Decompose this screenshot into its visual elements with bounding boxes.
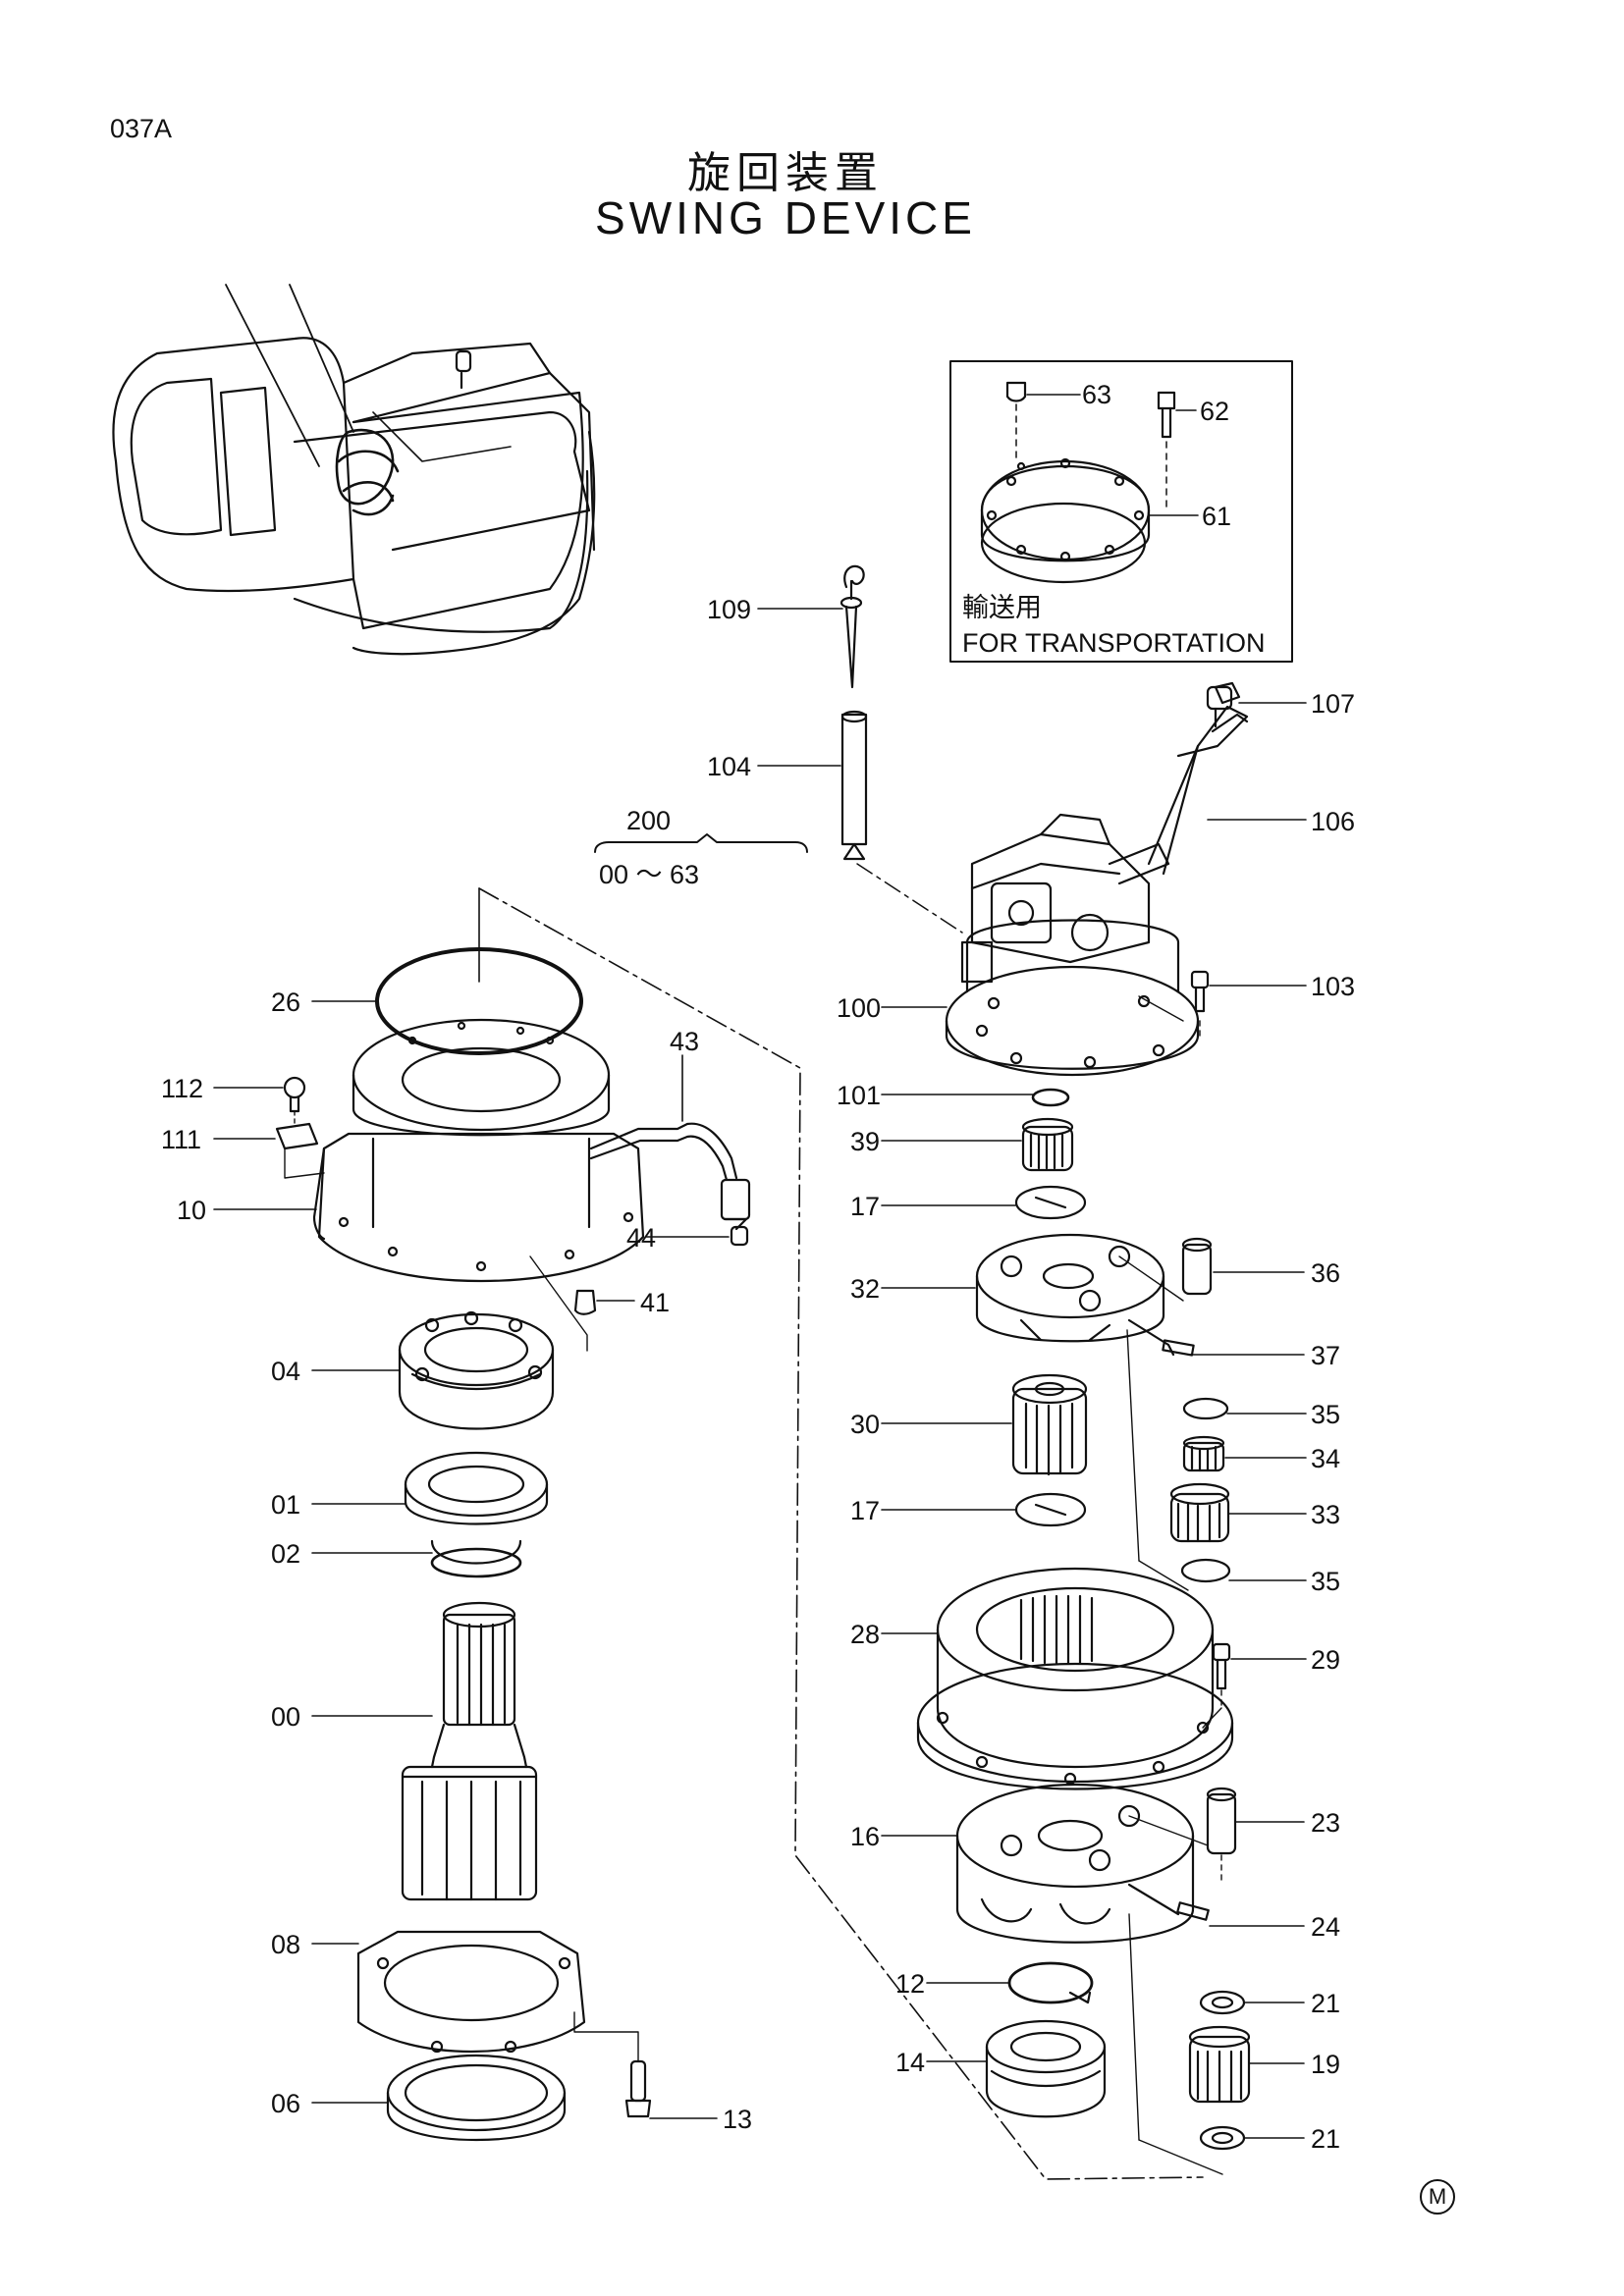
assembly-number: 200 [626,806,671,835]
assembly-bracket [478,833,1204,2180]
callout-00: 00 [271,1702,300,1732]
callout-63: 63 [1082,380,1111,409]
callout-19: 19 [1311,2050,1340,2079]
callout-101: 101 [837,1081,881,1110]
dipstick-and-guide [757,564,963,934]
callout-17-lower: 17 [850,1496,880,1525]
ring-gear [881,1567,1307,1790]
callout-06: 06 [271,2089,300,2118]
callout-14: 14 [895,2048,925,2077]
callout-100: 100 [837,993,881,1023]
callout-33: 33 [1311,1500,1340,1529]
callout-26: 26 [271,988,300,1017]
callout-107: 107 [1311,689,1355,719]
excavator-overview-drawing [112,284,596,656]
footer-circle-mark: M [1420,2179,1455,2215]
callout-35-upper: 35 [1311,1400,1340,1429]
callout-21-upper: 21 [1311,1989,1340,2018]
callout-04: 04 [271,1357,300,1386]
callout-44: 44 [626,1223,656,1253]
part-callout-labels: 輸送用 FOR TRANSPORTATION 200 00 ～ 63 63 62… [161,380,1355,2154]
title-japanese: 旋回装置 [687,148,884,198]
swing-motor [881,681,1307,1077]
callout-16: 16 [850,1822,880,1851]
page-code: 037A [110,114,173,143]
callout-34: 34 [1311,1444,1340,1473]
callout-28: 28 [850,1620,880,1649]
callout-109: 109 [707,595,751,624]
planetary-parts-upper [881,1088,1307,1591]
callout-21-lower: 21 [1311,2124,1340,2154]
callout-35-lower: 35 [1311,1567,1340,1596]
callout-104: 104 [707,752,751,781]
callout-10: 10 [177,1196,206,1225]
housing-parts [213,947,751,2141]
callout-103: 103 [1311,972,1355,1001]
callout-106: 106 [1311,807,1355,836]
callout-41: 41 [640,1288,670,1317]
callout-43: 43 [670,1027,699,1056]
callout-39: 39 [850,1127,880,1156]
callout-23: 23 [1311,1808,1340,1838]
transport-inset [949,360,1293,663]
callout-111: 111 [161,1125,201,1154]
callout-12: 12 [895,1969,925,1999]
callout-36: 36 [1311,1258,1340,1288]
callout-112: 112 [161,1074,203,1103]
planetary-parts-lower [881,1783,1305,2175]
callout-30: 30 [850,1410,880,1439]
callout-61: 61 [1202,502,1231,531]
transport-label-en: FOR TRANSPORTATION [962,628,1266,658]
callout-01: 01 [271,1490,300,1520]
callout-13: 13 [723,2105,752,2134]
callout-17-upper: 17 [850,1192,880,1221]
callout-32: 32 [850,1274,880,1304]
transport-label-ja: 輸送用 [962,593,1042,623]
callout-62: 62 [1200,397,1229,426]
callout-37: 37 [1311,1341,1340,1370]
title-english: SWING DEVICE [595,192,976,243]
callout-24: 24 [1311,1912,1340,1942]
callout-08: 08 [271,1930,300,1959]
assembly-range: 00 ～ 63 [599,860,699,889]
callout-02: 02 [271,1539,300,1569]
callout-29: 29 [1311,1645,1340,1675]
